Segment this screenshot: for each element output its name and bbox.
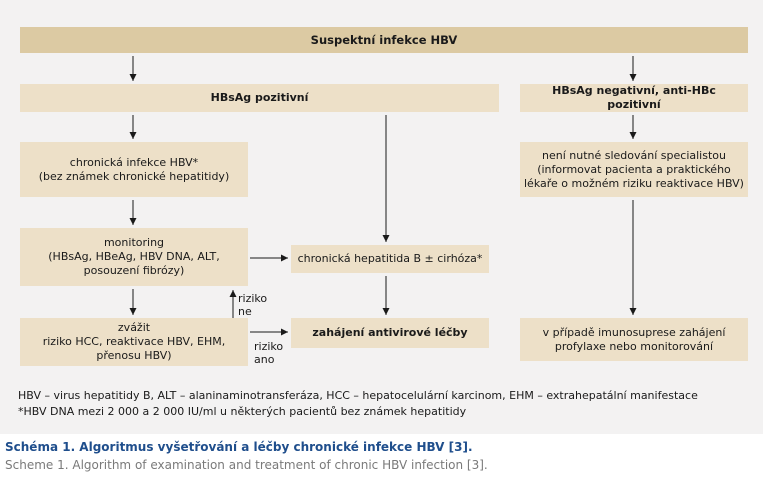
chronic-hepatitis-text: chronická hepatitida B ± cirhóza* bbox=[297, 252, 483, 265]
start-antiviral-box: zahájení antivirové léčby bbox=[291, 318, 489, 348]
no-specialist-box: není nutné sledování specialistou (infor… bbox=[520, 142, 748, 197]
risk-yes-label: riziko ano bbox=[254, 340, 284, 366]
chronic-infection-text: chronická infekce HBV* (bez známek chron… bbox=[38, 155, 230, 183]
hbsag-positive-box: HBsAg pozitivní bbox=[20, 84, 499, 112]
immunosuppression-box: v případě imunosuprese zahájení profylax… bbox=[520, 318, 748, 361]
suspected-hbv-text: Suspektní infekce HBV bbox=[310, 33, 458, 47]
caption-english: Scheme 1. Algorithm of examination and t… bbox=[5, 458, 488, 472]
consider-risk-text: zvážit riziko HCC, reaktivace HBV, EHM, … bbox=[42, 321, 226, 362]
flow-arrows bbox=[129, 56, 637, 336]
monitoring-text: monitoring (HBsAg, HBeAg, HBV DNA, ALT, … bbox=[48, 236, 220, 277]
footnote-hbv-dna: *HBV DNA mezi 2 000 a 2 000 IU/ml u někt… bbox=[18, 405, 467, 418]
suspected-hbv-box: Suspektní infekce HBV bbox=[20, 27, 748, 53]
risk-no-label: riziko ne bbox=[238, 292, 268, 318]
chronic-infection-box: chronická infekce HBV* (bez známek chron… bbox=[20, 142, 248, 197]
hbsag-positive-text: HBsAg pozitivní bbox=[210, 91, 309, 104]
start-antiviral-text: zahájení antivirové léčby bbox=[312, 326, 468, 339]
caption-czech: Schéma 1. Algoritmus vyšetřování a léčby… bbox=[5, 440, 473, 454]
figure-panel: Suspektní infekce HBV HBsAg pozitivní HB… bbox=[0, 0, 763, 434]
monitoring-box: monitoring (HBsAg, HBeAg, HBV DNA, ALT, … bbox=[20, 228, 248, 286]
consider-risk-box: zvážit riziko HCC, reaktivace HBV, EHM, … bbox=[20, 318, 248, 366]
chronic-hepatitis-box: chronická hepatitida B ± cirhóza* bbox=[291, 245, 489, 273]
hbsag-negative-box: HBsAg negativní, anti-HBc pozitivní bbox=[520, 84, 748, 112]
immunosuppression-text: v případě imunosuprese zahájení profylax… bbox=[542, 325, 726, 353]
no-specialist-text: není nutné sledování specialistou (infor… bbox=[524, 148, 744, 190]
footnote-abbreviations: HBV – virus hepatitidy B, ALT – alaninam… bbox=[18, 389, 698, 402]
hbsag-negative-text: HBsAg negativní, anti-HBc pozitivní bbox=[552, 84, 716, 111]
